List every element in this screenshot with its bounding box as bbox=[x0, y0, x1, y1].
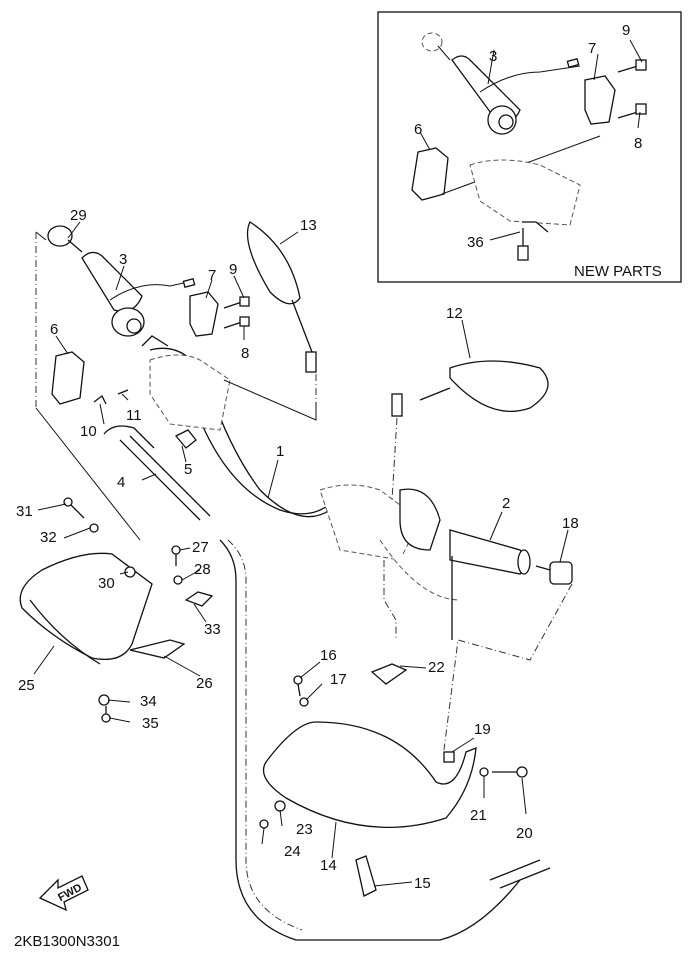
cable-guide bbox=[103, 425, 155, 449]
inset-callout-36: 36 bbox=[467, 234, 484, 251]
bar-end-18 bbox=[535, 561, 573, 585]
inset-callout-7: 7 bbox=[588, 40, 596, 57]
bracket-33 bbox=[184, 591, 214, 607]
inset-switch-housing bbox=[469, 159, 581, 226]
callout-7: 7 bbox=[208, 267, 216, 284]
inset-clamp-6 bbox=[411, 147, 449, 201]
inset-callout-6: 6 bbox=[414, 121, 422, 138]
clip-10 bbox=[93, 395, 107, 405]
bolt-9 bbox=[223, 296, 250, 309]
callout-23: 23 bbox=[296, 821, 313, 838]
callout-17: 17 bbox=[330, 671, 347, 688]
callout-21: 21 bbox=[470, 807, 487, 824]
callout-11: 11 bbox=[126, 407, 142, 424]
drawing-code: 2KB1300N3301 bbox=[14, 933, 120, 950]
callout-26: 26 bbox=[196, 675, 213, 692]
inset-callout-3: 3 bbox=[489, 48, 497, 65]
grommet-30 bbox=[124, 566, 136, 578]
clamp-6 bbox=[51, 351, 85, 405]
washer-21 bbox=[479, 767, 489, 777]
callout-8: 8 bbox=[241, 345, 249, 362]
callout-28: 28 bbox=[194, 561, 211, 578]
clamp-7 bbox=[189, 291, 219, 337]
left-switch-housing bbox=[149, 354, 231, 431]
inset-callout-9: 9 bbox=[622, 22, 630, 39]
callout-labels: 1 2 3 4 5 6 7 8 9 10 11 12 13 14 15 16 1… bbox=[16, 207, 579, 892]
callout-6: 6 bbox=[50, 321, 58, 338]
callout-14: 14 bbox=[320, 857, 337, 874]
grommet-23 bbox=[274, 800, 286, 812]
callout-19: 19 bbox=[474, 721, 491, 738]
right-grip-2 bbox=[449, 529, 531, 575]
callout-29: 29 bbox=[70, 207, 87, 224]
mirror-12 bbox=[391, 360, 549, 501]
clutch-cables bbox=[489, 859, 551, 889]
bracket-22 bbox=[370, 663, 408, 685]
washer-32 bbox=[89, 523, 99, 533]
forward-arrow-icon: FWD bbox=[38, 875, 89, 912]
throttle-housing bbox=[399, 488, 441, 551]
stay-15 bbox=[355, 855, 377, 897]
callout-10: 10 bbox=[80, 423, 97, 440]
screw-16 bbox=[293, 675, 303, 697]
clamp-5 bbox=[174, 429, 197, 449]
inset-frame bbox=[377, 11, 682, 283]
handguard-14 bbox=[262, 721, 477, 829]
nut-28 bbox=[173, 575, 183, 585]
inset-clamp-7 bbox=[584, 75, 616, 125]
callout-27: 27 bbox=[192, 539, 209, 556]
mirror-13 bbox=[223, 221, 317, 421]
screw-24 bbox=[259, 819, 269, 829]
inset-title: NEW PARTS bbox=[574, 263, 662, 280]
callout-12: 12 bbox=[446, 305, 463, 322]
new-parts-inset: 3 7 9 8 6 36 NEW PARTS bbox=[377, 11, 682, 283]
grommet-34 bbox=[98, 694, 110, 706]
callout-31: 31 bbox=[16, 503, 33, 520]
callout-2: 2 bbox=[502, 495, 510, 512]
throttle-cable bbox=[219, 539, 521, 941]
callout-20: 20 bbox=[516, 825, 533, 842]
callout-15: 15 bbox=[414, 875, 431, 892]
callout-34: 34 bbox=[140, 693, 157, 710]
screw-27 bbox=[171, 545, 181, 566]
left-grip-3 bbox=[47, 225, 196, 337]
callout-16: 16 bbox=[320, 647, 337, 664]
cable-4 bbox=[119, 439, 201, 521]
screw-35 bbox=[101, 706, 111, 723]
right-lever-assembly bbox=[319, 484, 421, 561]
leader-lines bbox=[33, 221, 569, 887]
callout-9: 9 bbox=[229, 261, 237, 278]
callout-5: 5 bbox=[184, 461, 192, 478]
callout-35: 35 bbox=[142, 715, 159, 732]
callout-4: 4 bbox=[117, 474, 125, 491]
bolt-8 bbox=[223, 316, 250, 329]
inset-bolt-8 bbox=[617, 103, 647, 119]
bolt-31 bbox=[63, 497, 85, 519]
bolt-20 bbox=[492, 766, 528, 778]
headlight-25 bbox=[19, 552, 153, 665]
callout-22: 22 bbox=[428, 659, 445, 676]
callout-25: 25 bbox=[18, 677, 35, 694]
callout-13: 13 bbox=[300, 217, 317, 234]
screw-11 bbox=[117, 389, 129, 395]
callout-1: 1 bbox=[276, 443, 284, 460]
callout-3: 3 bbox=[119, 251, 127, 268]
callout-32: 32 bbox=[40, 529, 57, 546]
inset-bracket-36 bbox=[522, 221, 549, 233]
inset-callout-8: 8 bbox=[634, 135, 642, 152]
stay-26 bbox=[129, 639, 186, 659]
callout-33: 33 bbox=[204, 621, 221, 638]
collar-19 bbox=[443, 751, 455, 763]
callout-18: 18 bbox=[562, 515, 579, 532]
fwd-label: FWD bbox=[56, 882, 84, 904]
callout-30: 30 bbox=[98, 575, 115, 592]
callout-24: 24 bbox=[284, 843, 301, 860]
inset-grip-3 bbox=[421, 32, 581, 135]
